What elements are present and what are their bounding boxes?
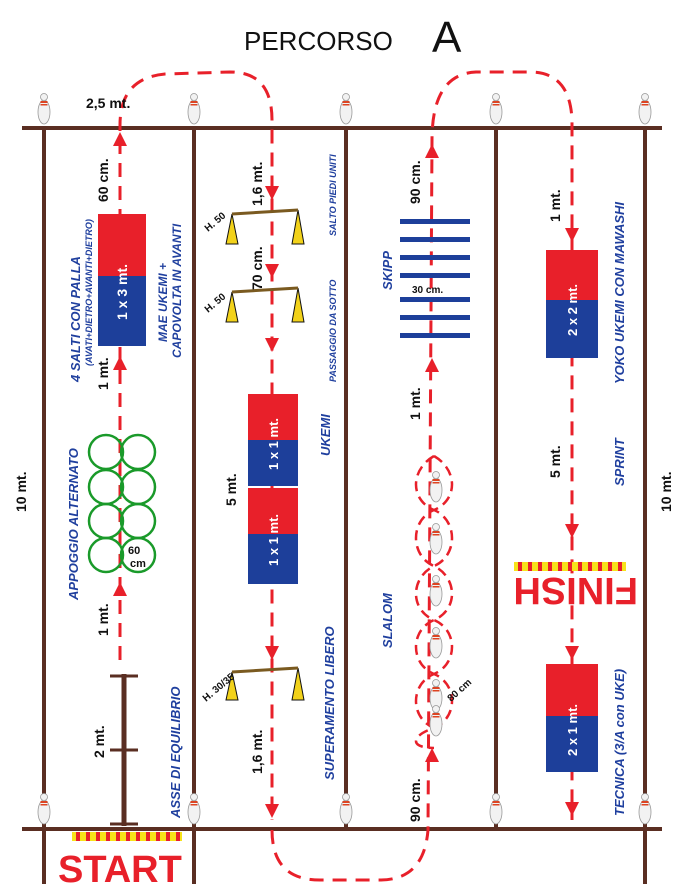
dim-lane2-1-6-bottom: 1,6 mt. bbox=[249, 730, 265, 774]
dim-lane4-5mt: 5 mt. bbox=[547, 445, 563, 478]
dim-lane2-70cm: 70 cm. bbox=[249, 246, 265, 290]
mat-lane4-bottom: 2 x 1 mt. bbox=[546, 664, 598, 772]
mat-lane2-b-label: 1 x 1 mt. bbox=[266, 514, 281, 566]
dimension-labels: 2,5 mt. 10 mt. 10 mt. 60 cm. 1 mt. 1 mt.… bbox=[13, 95, 674, 822]
skipp-ladder bbox=[400, 219, 470, 338]
mat-lane4-top: 2 x 2 mt. bbox=[546, 250, 598, 358]
finish-label: FINISH bbox=[513, 569, 638, 611]
dim-lane1-1mt-bottom: 1 mt. bbox=[95, 603, 111, 636]
station-labels: 4 SALTI CON PALLA (AVATI+DIETRO+AVANTI+D… bbox=[66, 154, 627, 819]
station-passaggio: PASSAGGIO DA SOTTO bbox=[328, 280, 338, 382]
station-skipp: SKIPP bbox=[380, 251, 395, 290]
station-superamento: SUPERAMENTO LIBERO bbox=[322, 626, 337, 780]
station-tecnica: TECNICA (3/A con UKE) bbox=[612, 669, 627, 816]
mat-lane2-a: 1 x 1 mt. bbox=[248, 394, 298, 486]
title-prefix: PERCORSO bbox=[244, 26, 393, 56]
mat-lane4-top-label: 2 x 2 mt. bbox=[565, 284, 580, 336]
station-slalom: SLALOM bbox=[380, 592, 395, 648]
station-asse: ASSE DI EQUILIBRIO bbox=[168, 687, 183, 819]
dim-top-gap: 2,5 mt. bbox=[86, 95, 130, 111]
station-sprint: SPRINT bbox=[612, 437, 627, 486]
mat-lane1-label: 1 x 3 mt. bbox=[114, 264, 130, 320]
hurdle-1-height: H. 50 bbox=[203, 210, 229, 234]
station-appoggio: APPOGGIO ALTERNATO bbox=[66, 448, 81, 601]
hurdle-2-height: H. 50 bbox=[203, 291, 229, 315]
dim-right-total: 10 mt. bbox=[658, 472, 674, 512]
start-marker: START bbox=[58, 832, 182, 884]
ring-size-value: 60 bbox=[128, 545, 140, 557]
dim-lane4-1mt: 1 mt. bbox=[547, 189, 563, 222]
dim-lane3-90cm-bottom: 90 cm. bbox=[407, 778, 423, 822]
mat-lane2-a-label: 1 x 1 mt. bbox=[266, 418, 281, 470]
dim-lane1-60cm: 60 cm. bbox=[95, 158, 111, 202]
balance-beam bbox=[110, 674, 138, 826]
mat-lane2-b: 1 x 1 mt. bbox=[248, 488, 298, 584]
ring-size-unit: cm bbox=[130, 558, 146, 570]
station-mae-ukemi-2: CAPOVOLTA IN AVANTI bbox=[170, 223, 184, 358]
dim-left-total: 10 mt. bbox=[13, 472, 29, 512]
station-salti-palla-sub: (AVATI+DIETRO+AVANTI+DIETRO) bbox=[84, 219, 94, 366]
title-letter: A bbox=[432, 13, 462, 62]
skipp-spacing: 30 cm. bbox=[412, 285, 443, 296]
station-mae-ukemi-1: MAE UKEMI + bbox=[156, 263, 170, 342]
finish-marker: FINISH bbox=[513, 562, 638, 611]
dim-lane1-2mt: 2 mt. bbox=[91, 725, 107, 758]
dim-lane3-1mt: 1 mt. bbox=[407, 387, 423, 420]
route-arrows bbox=[113, 132, 579, 818]
slalom bbox=[414, 454, 454, 750]
dim-lane2-5mt: 5 mt. bbox=[223, 473, 239, 506]
station-salto-piedi: SALTO PIEDI UNITI bbox=[328, 154, 338, 236]
page-title: PERCORSO A bbox=[244, 13, 462, 62]
station-salti-palla: 4 SALTI CON PALLA bbox=[68, 256, 83, 383]
station-yoko: YOKO UKEMI CON MAWASHI bbox=[612, 202, 627, 384]
course-rails bbox=[22, 126, 662, 884]
hurdle-1: H. 50 bbox=[203, 208, 305, 245]
route-path bbox=[118, 70, 574, 882]
agility-rings bbox=[87, 433, 157, 574]
mat-lane4-bottom-label: 2 x 1 mt. bbox=[565, 704, 580, 756]
dim-lane1-1mt-top: 1 mt. bbox=[95, 357, 111, 390]
slalom-spacing: 80 cm bbox=[446, 677, 475, 704]
mat-lane1: 1 x 3 mt. bbox=[98, 214, 146, 346]
dim-lane3-90cm-top: 90 cm. bbox=[407, 160, 423, 204]
dim-lane2-1-6-top: 1,6 mt. bbox=[249, 162, 265, 206]
hurdle-2: H. 50 bbox=[203, 286, 305, 323]
start-label: START bbox=[58, 849, 182, 884]
station-ukemi: UKEMI bbox=[318, 414, 333, 456]
hurdle-3: H. 30/35 bbox=[201, 666, 305, 704]
